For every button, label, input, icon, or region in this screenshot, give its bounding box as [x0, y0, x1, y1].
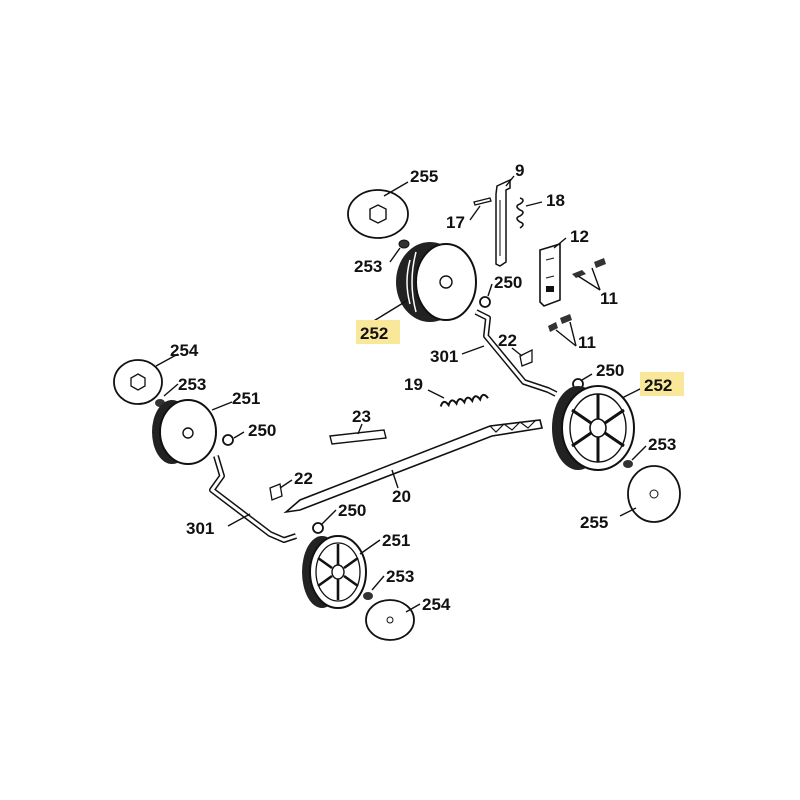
- leader-lines: [155, 175, 647, 613]
- label-9: 9: [515, 161, 524, 180]
- highlight-252-top: [356, 320, 400, 344]
- wheel-252-right: [552, 385, 635, 471]
- label-255-top: 255: [410, 167, 438, 186]
- part-labels: 255 9 18 17 12 253 250 11 252 11 22 301 …: [170, 161, 676, 614]
- washer-250-top: [479, 296, 491, 308]
- lever-9: [495, 178, 511, 267]
- label-251-top: 251: [232, 389, 260, 408]
- hubcap-255-right: [627, 465, 681, 523]
- label-301-left: 301: [186, 519, 214, 538]
- label-250-bottom: 250: [338, 501, 366, 520]
- label-254-top: 254: [170, 341, 199, 360]
- nut-253-top: [398, 239, 410, 249]
- spring-19: [439, 393, 489, 408]
- label-252-right: 252: [644, 376, 672, 395]
- spring-18: [516, 197, 524, 229]
- bar-23: [329, 429, 387, 445]
- hubcap-254-top: [113, 359, 163, 405]
- label-250-left: 250: [248, 421, 276, 440]
- label-253-bottom: 253: [386, 567, 414, 586]
- rod-20: [283, 419, 543, 514]
- pin-17: [473, 197, 492, 206]
- label-253-left: 253: [178, 375, 206, 394]
- label-250-top: 250: [494, 273, 522, 292]
- bracket-12: [539, 242, 561, 307]
- hubcap-255-top: [347, 189, 409, 239]
- washer-250-bottom: [312, 522, 324, 534]
- axle-301-top: [474, 309, 558, 397]
- highlight-252-right: [640, 372, 684, 396]
- label-20: 20: [392, 487, 411, 506]
- label-23: 23: [352, 407, 371, 426]
- label-254-bottom: 254: [422, 595, 451, 614]
- label-253-top: 253: [354, 257, 382, 276]
- nut-253-right: [623, 460, 633, 468]
- label-252-top: 252: [360, 324, 388, 343]
- label-301-top: 301: [430, 347, 458, 366]
- wheel-252-top: [396, 242, 477, 322]
- wheel-251-bottom: [302, 535, 367, 609]
- label-250-right: 250: [596, 361, 624, 380]
- clip-22-left: [269, 483, 283, 501]
- label-253-right: 253: [648, 435, 676, 454]
- axle-301-left: [209, 455, 297, 543]
- label-22-top: 22: [498, 331, 517, 350]
- label-251-bottom: 251: [382, 531, 410, 550]
- label-17: 17: [446, 213, 465, 232]
- wheel-251-top: [152, 399, 217, 465]
- label-255-right: 255: [580, 513, 608, 532]
- washer-250-left: [222, 434, 234, 446]
- label-18: 18: [546, 191, 565, 210]
- label-12: 12: [570, 227, 589, 246]
- nut-253-bottom: [363, 592, 373, 600]
- hubcap-254-bottom: [365, 599, 415, 641]
- label-22-left: 22: [294, 469, 313, 488]
- clip-22-top: [519, 348, 533, 367]
- screws-11: [548, 258, 606, 332]
- label-19: 19: [404, 375, 423, 394]
- label-11-top: 11: [600, 289, 618, 308]
- label-11-bottom: 11: [578, 333, 596, 352]
